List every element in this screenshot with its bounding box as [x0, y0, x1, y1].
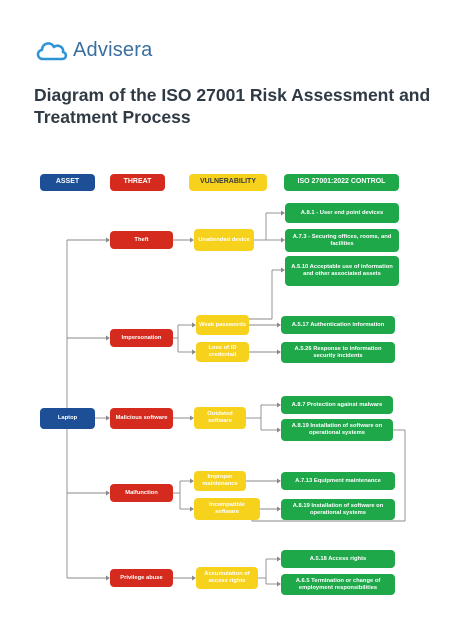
control-a8-7: A.8.7 Protection against malware [281, 396, 393, 414]
control-a5-18: A.5.18 Access rights [281, 550, 395, 568]
control-a5-10: A.5.10 Acceptable use of information and… [285, 256, 399, 286]
asset-laptop: Laptop [40, 408, 95, 429]
control-a5-26: A.5.26 Response to information security … [281, 342, 395, 363]
threat-impersonation: Impersonation [110, 329, 173, 347]
page-title: Diagram of the ISO 27001 Risk Assessment… [34, 85, 431, 127]
legend-control: ISO 27001:2022 CONTROL [284, 174, 399, 191]
vulnerability-loss-of-id: Loss of ID credentail [196, 342, 249, 362]
brand-logo: Advisera [34, 36, 152, 64]
control-a8-19-malicious: A.8.19 Installation of software on opera… [281, 419, 393, 441]
threat-malfunction: Malfunction [110, 484, 173, 502]
control-a7-3: A.7.3 - Securing offices, rooms, and fac… [285, 229, 399, 252]
control-a8-1: A.8.1 - User end point devices [285, 203, 399, 223]
vulnerability-outdated-software: Outdated software [194, 407, 246, 429]
control-a6-5: A.6.5 Termination or change of employmen… [281, 574, 395, 595]
legend-vulnerability: VULNERABILITY [189, 174, 267, 191]
threat-malicious-software: Malicious software [110, 408, 173, 429]
control-a8-19-incompatible: A.8.19 Installation of software on opera… [281, 499, 395, 520]
cloud-icon [36, 42, 68, 61]
brand-name: Advisera [73, 38, 153, 61]
control-a5-17: A.5.17 Authentication information [281, 316, 395, 334]
vulnerability-improper-maintenance: Improper maintenance [194, 471, 246, 491]
threat-privilege-abuse: Privilege abuse [110, 569, 173, 587]
control-a7-13: A.7.13 Equipment maintenance [281, 472, 395, 490]
vulnerability-accumulation-of-access-rights: Accumulation of access rights [196, 567, 258, 589]
vulnerability-weak-passwords: Weak passwords [196, 315, 249, 335]
vulnerability-incompatible-software: Incompatible software [194, 498, 260, 520]
vulnerability-unattended-device: Unattended device [194, 229, 254, 251]
legend-asset: ASSET [40, 174, 95, 191]
legend-threat: THREAT [110, 174, 165, 191]
threat-theft: Theft [110, 231, 173, 249]
